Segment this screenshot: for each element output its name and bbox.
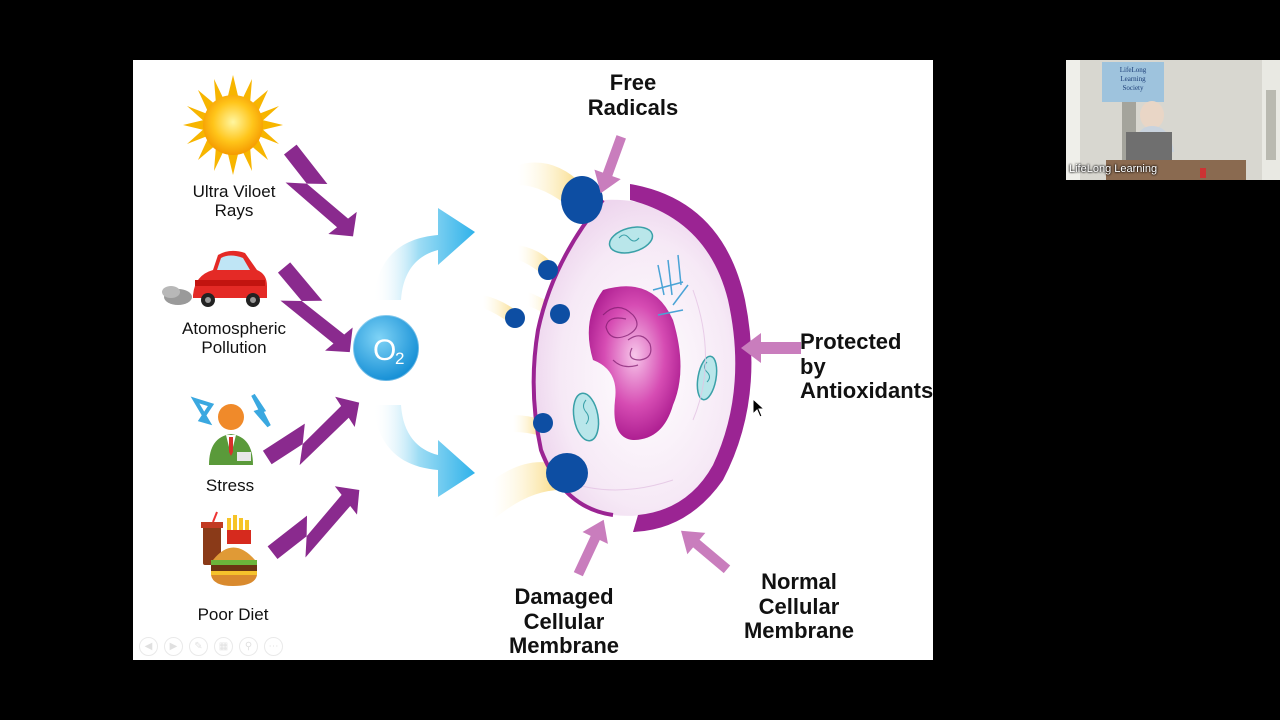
arrow-normal [681,530,731,574]
label-pollution: Atomospheric Pollution [182,319,286,358]
radical-trails [483,162,583,520]
oxygen-subscript: 2 [395,349,404,368]
arrow-damaged [573,519,608,577]
mouse-cursor-icon [752,398,766,418]
lightning-arrow-stress [262,396,360,466]
label-uv: Ultra Viloet Rays [192,182,276,221]
webcam-caption: LifeLong Learning [1069,163,1158,175]
slideshow-toolbar: ◀ ▶ ✎ ▦ ⚲ ⋯ [139,637,283,656]
oxygen-arrows [373,208,475,497]
label-diet: Poor Diet [197,605,269,624]
more-icon[interactable]: ⋯ [264,637,283,656]
oxygen-molecule: O 2 [352,314,420,382]
stressed-person-icon [190,393,271,465]
next-icon[interactable]: ▶ [164,637,183,656]
label-stress: Stress [205,476,255,495]
normal-membrane [630,184,752,532]
label-protected: Protected by Antioxidants [800,329,933,404]
car-icon [162,250,267,307]
presentation-slide: O 2 [133,60,933,660]
lightning-arrows [262,144,360,560]
slides-icon[interactable]: ▦ [214,637,233,656]
free-radicals [505,176,603,493]
oxidative-stress-diagram: O 2 [162,75,801,586]
label-damaged-membrane: Damaged Cellular Membrane [508,584,620,659]
oxygen-symbol: O [373,334,396,367]
arrow-free-radicals [594,135,626,194]
webcam-sign: LifeLong Learning Society [1119,66,1147,92]
nucleus [588,286,681,440]
webcam-video-tile[interactable]: LifeLong Learning Society LifeLong Learn… [1066,60,1280,180]
previous-icon[interactable]: ◀ [139,637,158,656]
label-normal-membrane: Normal Cellular Membrane [743,569,855,644]
lightning-arrow-pollution [277,262,353,353]
lightning-arrow-diet [267,486,360,560]
webcam-feed [1066,60,1280,180]
label-free-radicals: Free Radicals [587,70,679,120]
lightning-arrow-uv [283,144,357,237]
sun-icon [183,75,283,175]
pen-icon[interactable]: ✎ [189,637,208,656]
zoom-icon[interactable]: ⚲ [239,637,258,656]
arrow-protected [741,333,801,363]
pointer-arrows [573,135,801,577]
fast-food-icon [201,511,257,586]
